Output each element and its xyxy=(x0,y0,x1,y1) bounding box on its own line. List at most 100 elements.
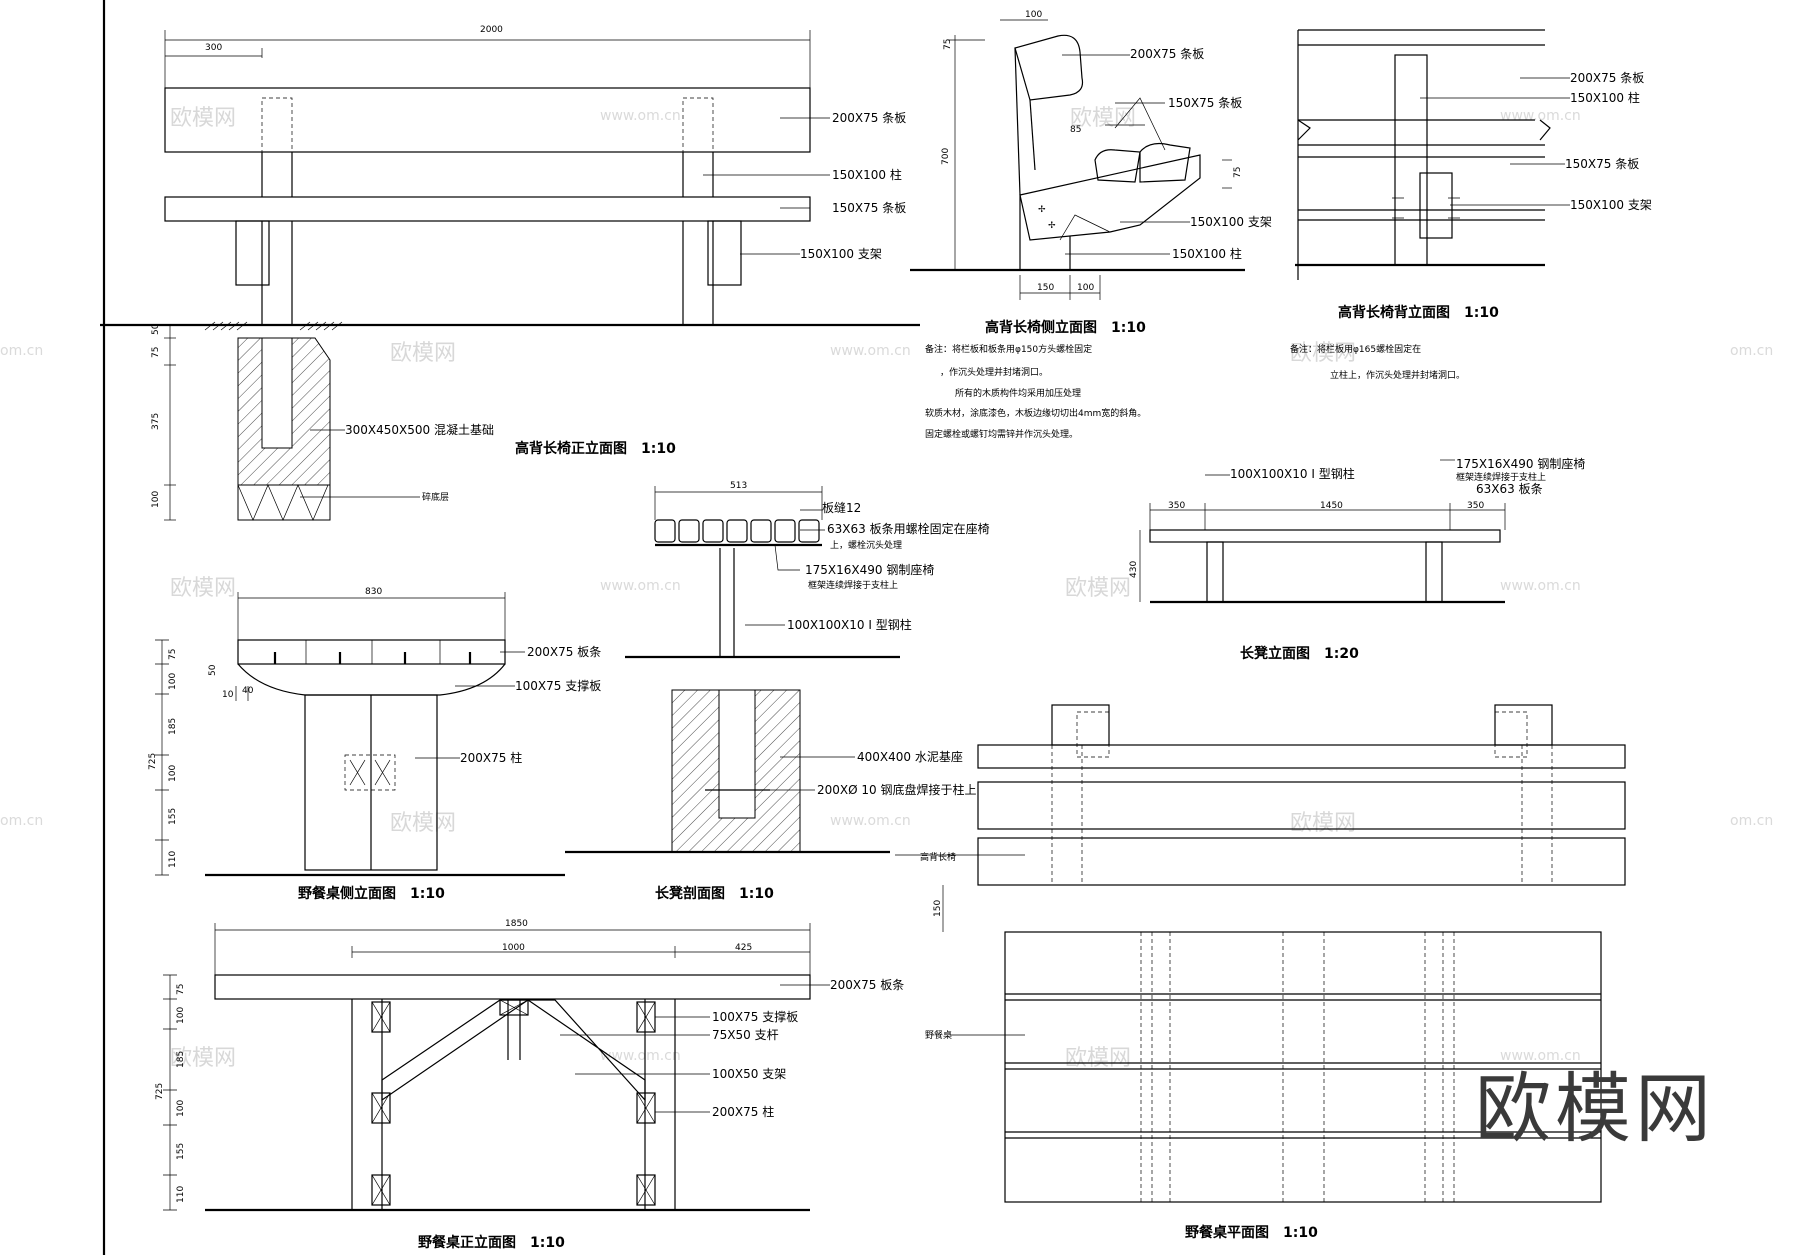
view-high-back-front: 2000 300 50 75 xyxy=(100,25,920,521)
brand-logo: 欧模网 xyxy=(1475,1064,1715,1153)
svg-text:350: 350 xyxy=(1467,501,1484,511)
title-bench-elevation: 长凳立面图 1:20 xyxy=(1240,645,1359,662)
table-front-bolt-blocks xyxy=(371,999,656,1206)
watermarks: 欧模网 www.om.cn 欧模网 www.om.cn om.cn 欧模网 ww… xyxy=(0,106,1773,1071)
svg-text:150X75 条板: 150X75 条板 xyxy=(1168,96,1242,110)
svg-text:430: 430 xyxy=(1129,561,1139,578)
svg-text:www.om.cn: www.om.cn xyxy=(600,108,681,124)
svg-text:150: 150 xyxy=(1037,283,1054,293)
svg-text:www.om.cn: www.om.cn xyxy=(830,813,911,829)
title-high-back-rear: 高背长椅背立面图 1:10 xyxy=(1338,304,1499,321)
svg-text:om.cn: om.cn xyxy=(1730,813,1773,829)
svg-text:350: 350 xyxy=(1168,501,1185,511)
svg-text:200X75 柱: 200X75 柱 xyxy=(460,750,522,765)
svg-text:1850: 1850 xyxy=(505,919,528,929)
svg-text:10: 10 xyxy=(222,690,234,700)
svg-text:欧模网: 欧模网 xyxy=(170,1046,236,1071)
svg-text:上，螺栓沉头处理: 上，螺栓沉头处理 xyxy=(830,539,902,551)
bench-section-slats xyxy=(654,519,820,543)
svg-text:1000: 1000 xyxy=(502,943,525,953)
svg-text:75: 75 xyxy=(151,347,161,358)
svg-text:所有的木质构件均采用加压处理: 所有的木质构件均采用加压处理 xyxy=(955,387,1081,399)
svg-text:725: 725 xyxy=(155,1083,165,1100)
svg-text:150X100 支架: 150X100 支架 xyxy=(1190,215,1272,229)
svg-text:✢: ✢ xyxy=(1048,221,1056,231)
svg-text:63X63 板条: 63X63 板条 xyxy=(1476,482,1543,496)
svg-text:200X75 板条: 200X75 板条 xyxy=(830,978,904,992)
title-high-back-front: 高背长椅正立面图 1:10 xyxy=(515,440,676,457)
svg-text:100: 100 xyxy=(168,765,178,782)
svg-text:300X450X500 混凝土基础: 300X450X500 混凝土基础 xyxy=(345,422,494,437)
svg-text:100X100X10 I 型钢柱: 100X100X10 I 型钢柱 xyxy=(1230,466,1355,481)
svg-text:830: 830 xyxy=(365,587,382,597)
svg-text:200X75 柱: 200X75 柱 xyxy=(712,1104,774,1119)
svg-text:框架连续焊接于支柱上: 框架连续焊接于支柱上 xyxy=(808,579,898,591)
svg-text:100: 100 xyxy=(1077,283,1094,293)
svg-text:85: 85 xyxy=(1070,125,1081,135)
svg-text:100: 100 xyxy=(1025,10,1042,20)
svg-text:om.cn: om.cn xyxy=(0,343,43,359)
svg-text:200XØ 10 钢底盘焊接于柱上: 200XØ 10 钢底盘焊接于柱上 xyxy=(817,782,976,797)
svg-text:75: 75 xyxy=(176,984,186,995)
svg-text:400X400 水泥基座: 400X400 水泥基座 xyxy=(857,749,963,764)
svg-text:欧模网: 欧模网 xyxy=(390,811,456,836)
svg-text:欧模网: 欧模网 xyxy=(1065,576,1131,601)
svg-text:框架连续焊接于支柱上: 框架连续焊接于支柱上 xyxy=(1456,471,1546,483)
view-high-back-rear: 200X75 条板 150X100 柱 150X75 条板 150X100 支架… xyxy=(1290,29,1652,381)
svg-text:欧模网: 欧模网 xyxy=(1070,106,1136,131)
svg-text:75X50 支杆: 75X50 支杆 xyxy=(712,1028,779,1042)
title-table-side: 野餐桌侧立面图 1:10 xyxy=(298,885,445,902)
svg-text:欧模网: 欧模网 xyxy=(1290,811,1356,836)
svg-text:碎底层: 碎底层 xyxy=(422,491,449,503)
view-bench-elevation: 350 1450 350 430 100X100X10 I 型钢柱 175X16… xyxy=(1129,456,1585,662)
svg-text:100: 100 xyxy=(176,1007,186,1024)
svg-text:425: 425 xyxy=(735,943,752,953)
svg-text:150X75 条板: 150X75 条板 xyxy=(832,201,906,215)
view-table-plan: 高背长椅 150 野餐桌 野餐桌平面图 1:10 xyxy=(895,704,1626,1241)
svg-text:欧模网: 欧模网 xyxy=(1290,341,1356,366)
svg-text:1450: 1450 xyxy=(1320,501,1343,511)
svg-text:513: 513 xyxy=(730,481,747,491)
svg-text:200X75 条板: 200X75 条板 xyxy=(832,111,906,125)
svg-text:185: 185 xyxy=(168,718,178,735)
svg-text:100: 100 xyxy=(176,1100,186,1117)
svg-text:欧模网: 欧模网 xyxy=(390,341,456,366)
svg-text:100X50 支架: 100X50 支架 xyxy=(712,1067,786,1081)
svg-text:欧模网: 欧模网 xyxy=(170,106,236,131)
title-bench-section: 长凳剖面图 1:10 xyxy=(655,885,774,902)
svg-text:50: 50 xyxy=(208,664,218,676)
svg-text:立柱上，作沉头处理并封堵洞口。: 立柱上，作沉头处理并封堵洞口。 xyxy=(1330,369,1465,381)
svg-text:100X75 支撑板: 100X75 支撑板 xyxy=(712,1009,798,1024)
title-high-back-side: 高背长椅侧立面图 1:10 xyxy=(985,319,1146,336)
svg-text:725: 725 xyxy=(148,753,158,770)
svg-text:www.om.cn: www.om.cn xyxy=(830,343,911,359)
svg-text:200X75 条板: 200X75 条板 xyxy=(1130,47,1204,61)
svg-text:75: 75 xyxy=(168,649,178,660)
svg-text:150X100 支架: 150X100 支架 xyxy=(1570,198,1652,212)
svg-text:150X100 支架: 150X100 支架 xyxy=(800,247,882,261)
svg-text:野餐桌: 野餐桌 xyxy=(925,1029,952,1041)
svg-text:175X16X490 钢制座椅: 175X16X490 钢制座椅 xyxy=(1456,456,1585,471)
svg-text:150X75 条板: 150X75 条板 xyxy=(1565,157,1639,171)
view-table-front: 1850 1000 425 xyxy=(155,919,904,1251)
svg-text:www.om.cn: www.om.cn xyxy=(600,578,681,594)
svg-text:软质木材，涂底漆色，木板边缘切切出4mm宽的斜角。: 软质木材，涂底漆色，木板边缘切切出4mm宽的斜角。 xyxy=(925,407,1146,419)
svg-text:375: 375 xyxy=(151,413,161,430)
svg-text:185: 185 xyxy=(176,1051,186,1068)
view-high-back-side: 100 75 700 85 ✢ ✢ 150 100 75 xyxy=(910,10,1272,440)
svg-text:150X100 柱: 150X100 柱 xyxy=(832,167,902,182)
svg-text:备注：将栏板和板条用φ150方头螺栓固定: 备注：将栏板和板条用φ150方头螺栓固定 xyxy=(925,343,1092,355)
svg-text:155: 155 xyxy=(168,808,178,825)
svg-text:板缝12: 板缝12 xyxy=(822,500,861,515)
svg-text:备注：将栏板用φ165螺栓固定在: 备注：将栏板用φ165螺栓固定在 xyxy=(1290,343,1421,355)
svg-text:✢: ✢ xyxy=(1038,205,1046,215)
svg-text:om.cn: om.cn xyxy=(1730,343,1773,359)
svg-text:，作沉头处理并封堵洞口。: ，作沉头处理并封堵洞口。 xyxy=(940,366,1048,378)
svg-text:110: 110 xyxy=(168,851,178,868)
svg-text:155: 155 xyxy=(176,1143,186,1160)
svg-text:175X16X490 钢制座椅: 175X16X490 钢制座椅 xyxy=(805,562,934,577)
svg-text:om.cn: om.cn xyxy=(0,813,43,829)
svg-text:200X75 板条: 200X75 板条 xyxy=(527,645,601,659)
svg-text:www.om.cn: www.om.cn xyxy=(1500,108,1581,124)
